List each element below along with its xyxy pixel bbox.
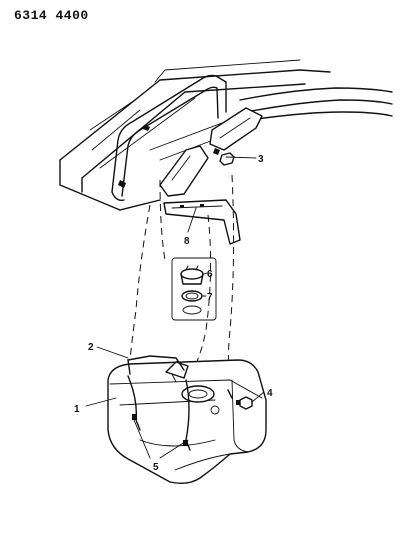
frame-bracket	[159, 107, 263, 197]
part-6-sending-unit	[171, 257, 217, 321]
part-2-tank-shield	[127, 355, 185, 375]
tubular-support-hoop	[111, 74, 227, 202]
callout-labels: 1 2 3 4 5 6 7 8	[74, 154, 273, 473]
callout-5: 5	[153, 462, 159, 473]
part-5-tank-straps	[127, 375, 191, 451]
callout-2: 2	[88, 342, 94, 353]
callout-7: 7	[207, 292, 213, 303]
vehicle-frame-rails	[59, 59, 331, 211]
callout-1: 1	[74, 404, 80, 415]
part-3-nut	[219, 152, 235, 166]
diagram-part-number: 6314 4400	[14, 8, 89, 23]
part-1-fuel-tank	[107, 359, 267, 485]
callout-6: 6	[207, 269, 213, 280]
callout-3: 3	[258, 154, 264, 165]
callout-4: 4	[267, 388, 273, 399]
fuel-lines	[239, 87, 393, 121]
part-7-gasket	[181, 290, 203, 315]
part-8-strap	[163, 199, 241, 245]
part-4-strap-bolt	[227, 389, 253, 410]
callout-8: 8	[184, 236, 190, 247]
callout-leaders	[85, 156, 265, 459]
